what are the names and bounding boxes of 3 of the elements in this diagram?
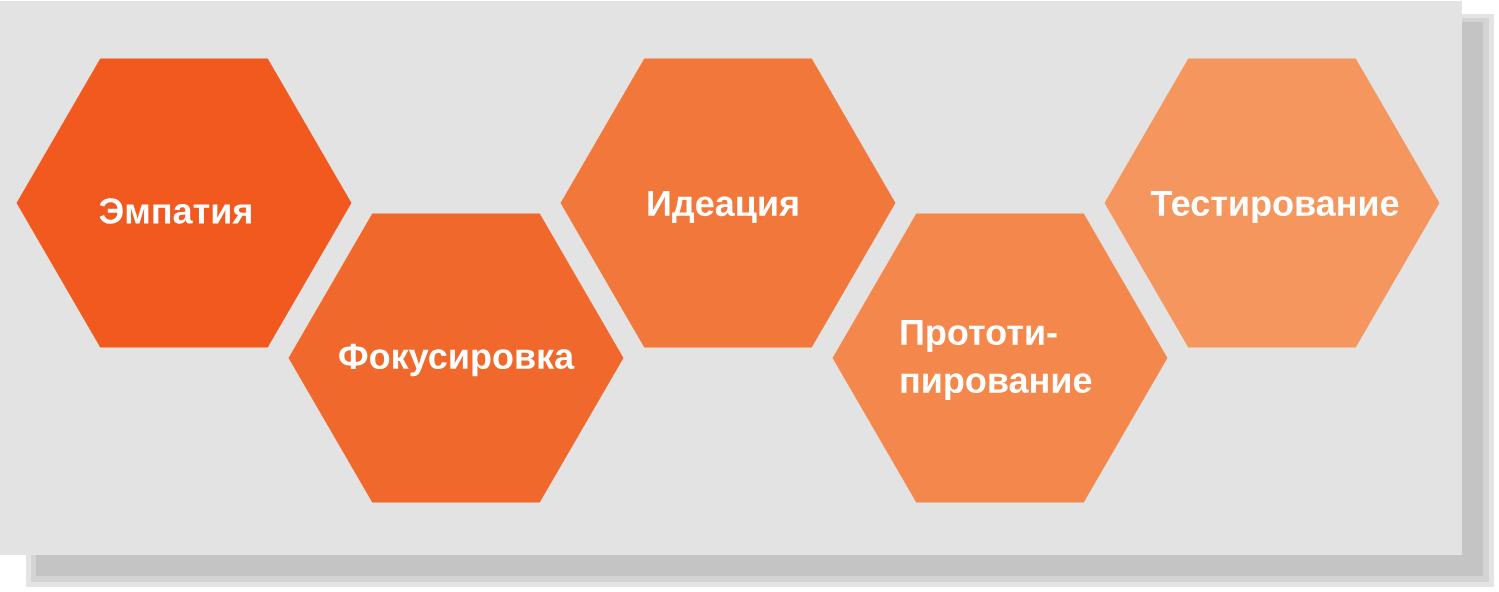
stage-hexagon: Идеация — [560, 58, 896, 348]
stage-hexagon: Фокусировка — [288, 213, 624, 503]
stage-hexagon: Тестирование — [1104, 58, 1440, 348]
